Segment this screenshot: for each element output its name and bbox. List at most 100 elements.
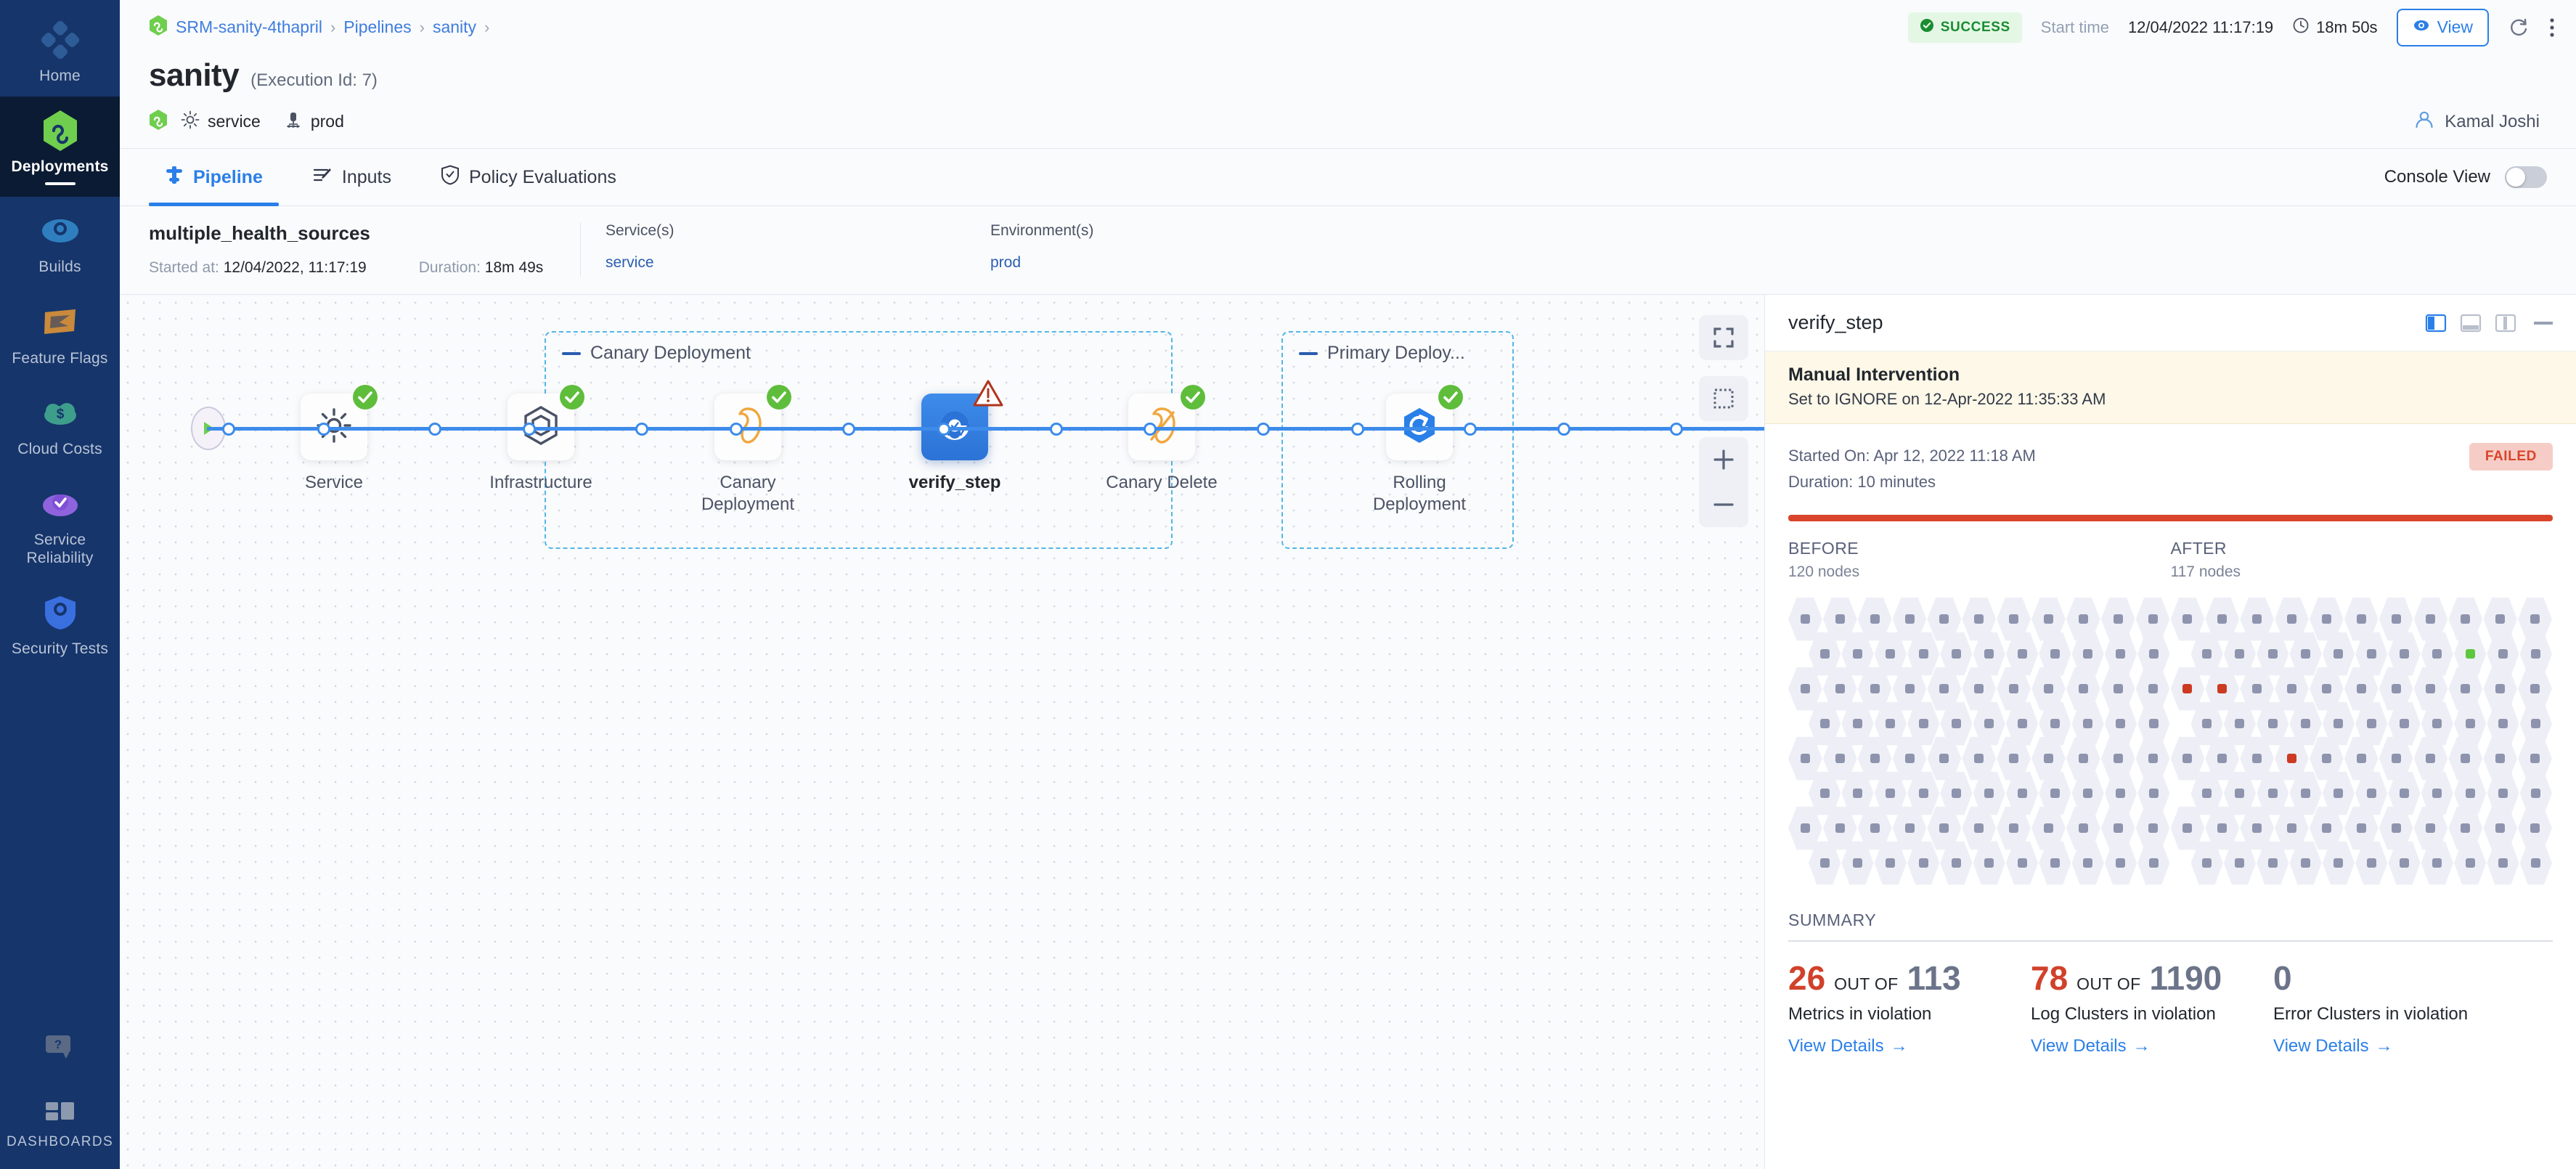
main-column: SRM-sanity-4thapril › Pipelines › sanity… [120, 0, 2576, 1169]
before-header: BEFORE [1788, 538, 1859, 558]
hex-node-dot [1819, 789, 1830, 799]
tab-inputs[interactable]: Inputs [296, 149, 407, 205]
collapse-dash-icon[interactable] [1299, 351, 1318, 355]
connector-dot [937, 423, 950, 436]
hex-node[interactable] [2071, 841, 2104, 885]
sidebar-item-home[interactable]: Home [0, 6, 120, 97]
hex-node[interactable] [2257, 841, 2289, 885]
breadcrumb-pipelines[interactable]: Pipelines [343, 17, 412, 36]
view-details-link[interactable]: View Details → [2273, 1036, 2393, 1056]
breadcrumb-pipeline[interactable]: sanity [432, 17, 477, 36]
zoom-in-icon[interactable] [1699, 437, 1748, 482]
sidebar-item-dashboards[interactable]: DASHBOARDS [0, 1082, 120, 1169]
toggle-knob [2506, 168, 2525, 187]
toggle-switch[interactable] [2505, 166, 2547, 188]
view-button[interactable]: View [2396, 8, 2489, 46]
fit-screen-icon[interactable] [1699, 315, 1748, 360]
hex-node[interactable] [1973, 841, 2005, 885]
service-chip[interactable]: service [181, 110, 261, 134]
refresh-icon[interactable] [2508, 17, 2530, 38]
security-tests-shield-icon [39, 592, 81, 634]
user-menu[interactable]: Kamal Joshi [2413, 108, 2547, 135]
hex-node[interactable] [2322, 841, 2355, 885]
minimize-icon[interactable] [2534, 321, 2553, 325]
summary-card-numbers: 78 OUT OF 1190 [2031, 960, 2249, 995]
avatar [2413, 108, 2435, 135]
hex-node[interactable] [2104, 841, 2137, 885]
hex-node[interactable] [1841, 841, 1874, 885]
hex-node[interactable] [2487, 841, 2519, 885]
started-at-label: Started at: [149, 259, 219, 276]
pipeline-canvas[interactable]: Canary Deployment Primary Deploy... [120, 295, 1764, 1169]
hex-node[interactable] [2454, 841, 2487, 885]
sidebar-item-feature-flags[interactable]: Feature Flags [0, 288, 120, 379]
hex-node[interactable] [2005, 841, 2039, 885]
panel-bottom-layout-icon[interactable] [2460, 312, 2482, 334]
hex-node-dot [2078, 684, 2088, 694]
pipeline-node-infrastructure[interactable]: Infrastructure [479, 385, 603, 494]
zoom-out-icon[interactable] [1699, 482, 1748, 527]
environment-chip[interactable]: prod [284, 110, 344, 134]
hex-node[interactable] [2289, 632, 2322, 676]
panel-left-layout-icon[interactable] [2495, 312, 2516, 334]
more-vertical-icon[interactable] [2548, 17, 2556, 38]
status-badge: SUCCESS [1907, 12, 2022, 43]
hex-node[interactable] [2355, 841, 2388, 885]
hex-node[interactable] [2039, 841, 2071, 885]
breadcrumb: SRM-sanity-4thapril › Pipelines › sanity… [149, 15, 489, 40]
hex-node[interactable] [2289, 841, 2322, 885]
hex-node[interactable] [2388, 841, 2421, 885]
execution-summary-strip: multiple_health_sources Started at: 12/0… [120, 206, 2576, 295]
hex-node[interactable] [1907, 841, 1940, 885]
view-button-label: View [2437, 17, 2473, 36]
hex-node[interactable] [2519, 841, 2552, 885]
tab-pipeline[interactable]: Pipeline [149, 149, 279, 206]
hex-node-dot [2043, 823, 2053, 834]
hex-node[interactable] [2421, 841, 2453, 885]
sidebar-item-label: DASHBOARDS [6, 1134, 114, 1149]
hex-node[interactable] [1874, 841, 1907, 885]
hex-node-dot [1984, 649, 1994, 659]
feature-flags-icon [39, 301, 81, 343]
hex-node[interactable] [2223, 841, 2257, 885]
sidebar-item-security-tests[interactable]: Security Tests [0, 579, 120, 669]
console-view-toggle[interactable]: Console View [2384, 166, 2547, 188]
sidebar-item-deployments[interactable]: Deployments [0, 97, 120, 197]
sidebar-item-service-reliability[interactable]: Service Reliability [0, 470, 120, 579]
breadcrumb-project[interactable]: SRM-sanity-4thapril [176, 17, 322, 36]
environments-column: Environment(s) prod [990, 222, 1201, 272]
hex-node[interactable] [1940, 841, 1973, 885]
arrow-right-icon: → [2132, 1036, 2151, 1056]
hex-node-dot [1951, 719, 1961, 729]
hex-row [2190, 841, 2553, 886]
hex-node-dot [2267, 649, 2278, 659]
hex-node-dot [2531, 719, 2541, 729]
pipeline-node-canary-delete[interactable]: Canary Delete [1100, 385, 1223, 494]
view-details-link[interactable]: View Details → [1788, 1036, 1908, 1056]
collapse-dash-icon[interactable] [562, 351, 581, 355]
tab-policy-evaluations[interactable]: Policy Evaluations [425, 149, 632, 205]
hex-node[interactable] [2190, 841, 2223, 885]
stage-group-canary-deployment[interactable]: Canary Deployment [545, 331, 1173, 549]
services-value[interactable]: service [606, 254, 654, 271]
breadcrumb-separator: › [484, 17, 490, 36]
pipeline-node-rolling-deployment[interactable]: Rolling Deployment [1358, 385, 1481, 516]
pipeline-node-service[interactable]: Service [272, 385, 396, 494]
sidebar-item-help[interactable]: ? [0, 1018, 120, 1082]
stage-group-primary-deployment[interactable]: Primary Deploy... [1281, 331, 1514, 549]
execution-id: (Execution Id: 7) [250, 70, 378, 90]
hex-node-dot [2461, 684, 2471, 694]
sidebar-item-builds[interactable]: Builds [0, 197, 120, 288]
pipeline-node-canary-deployment[interactable]: Canary Deployment [686, 385, 810, 516]
hex-node-dot [2334, 858, 2344, 868]
hex-node-dot [1918, 858, 1928, 868]
pipeline-node-verify-step[interactable]: verify_step [893, 380, 1016, 494]
hex-node[interactable] [2137, 841, 2170, 885]
hex-node[interactable] [1809, 841, 1841, 885]
view-details-link[interactable]: View Details → [2031, 1036, 2151, 1056]
selection-box-icon[interactable] [1699, 376, 1748, 421]
hex-node-dot [2017, 719, 2027, 729]
environments-value[interactable]: prod [990, 254, 1022, 271]
panel-right-layout-icon[interactable] [2425, 312, 2447, 334]
sidebar-item-cloud-costs[interactable]: $ Cloud Costs [0, 379, 120, 470]
